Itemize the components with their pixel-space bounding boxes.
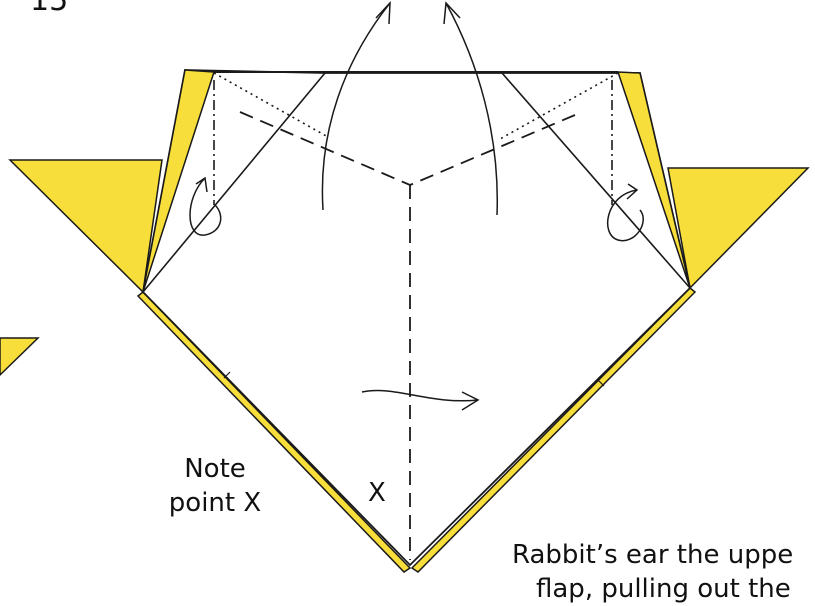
note-label-line-1: Note xyxy=(184,454,246,484)
curl-arrowhead-left xyxy=(195,176,208,193)
yellow-strip-right xyxy=(616,71,691,289)
yellow-flap-right xyxy=(667,167,810,290)
instruction-line-1: Rabbit’s ear the uppe xyxy=(512,540,794,570)
yellow-edge-bottom-left xyxy=(136,290,412,573)
origami-diagram xyxy=(0,0,810,573)
dotted-line-left xyxy=(213,72,329,138)
note-label-line-2: point X xyxy=(168,488,262,518)
yellow-edge-bottom-right xyxy=(410,286,697,573)
yellow-strip-left xyxy=(142,69,216,293)
arrow-right xyxy=(361,389,479,402)
point-x-label: X xyxy=(368,478,386,508)
yellow-flap-left xyxy=(8,159,163,294)
dotted-line-right xyxy=(499,72,619,140)
valley-fold-right xyxy=(409,114,576,186)
instruction-text: Rabbit’s ear the uppe flap, pulling out … xyxy=(512,538,793,606)
tick-left xyxy=(223,371,231,379)
crease-right xyxy=(501,72,691,289)
step-number: 15 xyxy=(30,0,69,18)
tick-right xyxy=(597,379,605,387)
crease-left xyxy=(142,72,326,293)
curl-arrow-right xyxy=(606,189,644,242)
curl-arrowhead-right xyxy=(626,183,639,200)
arrowhead-up-left xyxy=(375,0,391,25)
note-label: Note point X xyxy=(160,452,270,520)
instruction-line-2: flap, pulling out the xyxy=(536,574,791,604)
arrow-up-right xyxy=(445,2,499,216)
arrowhead-right xyxy=(461,391,480,411)
partial-flap-left xyxy=(0,337,40,377)
curl-arrow-left xyxy=(189,177,222,236)
arrow-up-left xyxy=(321,2,391,211)
arrowhead-up-right xyxy=(443,1,461,25)
